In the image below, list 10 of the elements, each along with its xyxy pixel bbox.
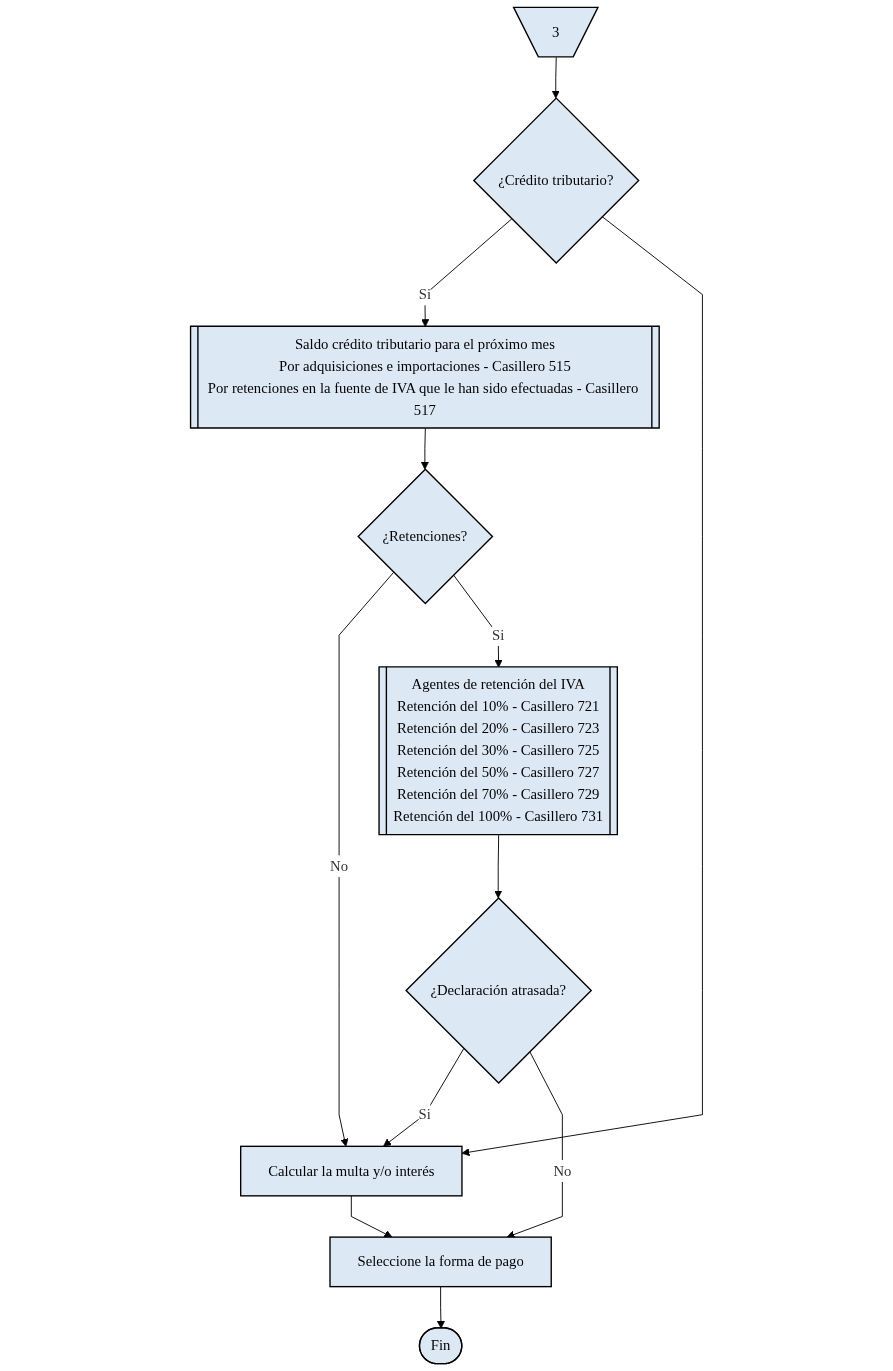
edge-label: Si <box>418 286 431 302</box>
edge-label: Si <box>418 1106 431 1123</box>
node-box: Calcular la multa y/o interés <box>240 1145 463 1197</box>
node-diamond: ¿Declaración atrasada? <box>405 896 593 1085</box>
node-box: Seleccione la forma de pago <box>329 1236 552 1288</box>
edge-label: No <box>330 858 349 874</box>
edge-label: No <box>553 1162 572 1179</box>
node-diamond: ¿Crédito tributario? <box>472 97 640 264</box>
node-diamond: ¿Retenciones? <box>357 468 494 605</box>
edge-label: Si <box>492 626 505 643</box>
